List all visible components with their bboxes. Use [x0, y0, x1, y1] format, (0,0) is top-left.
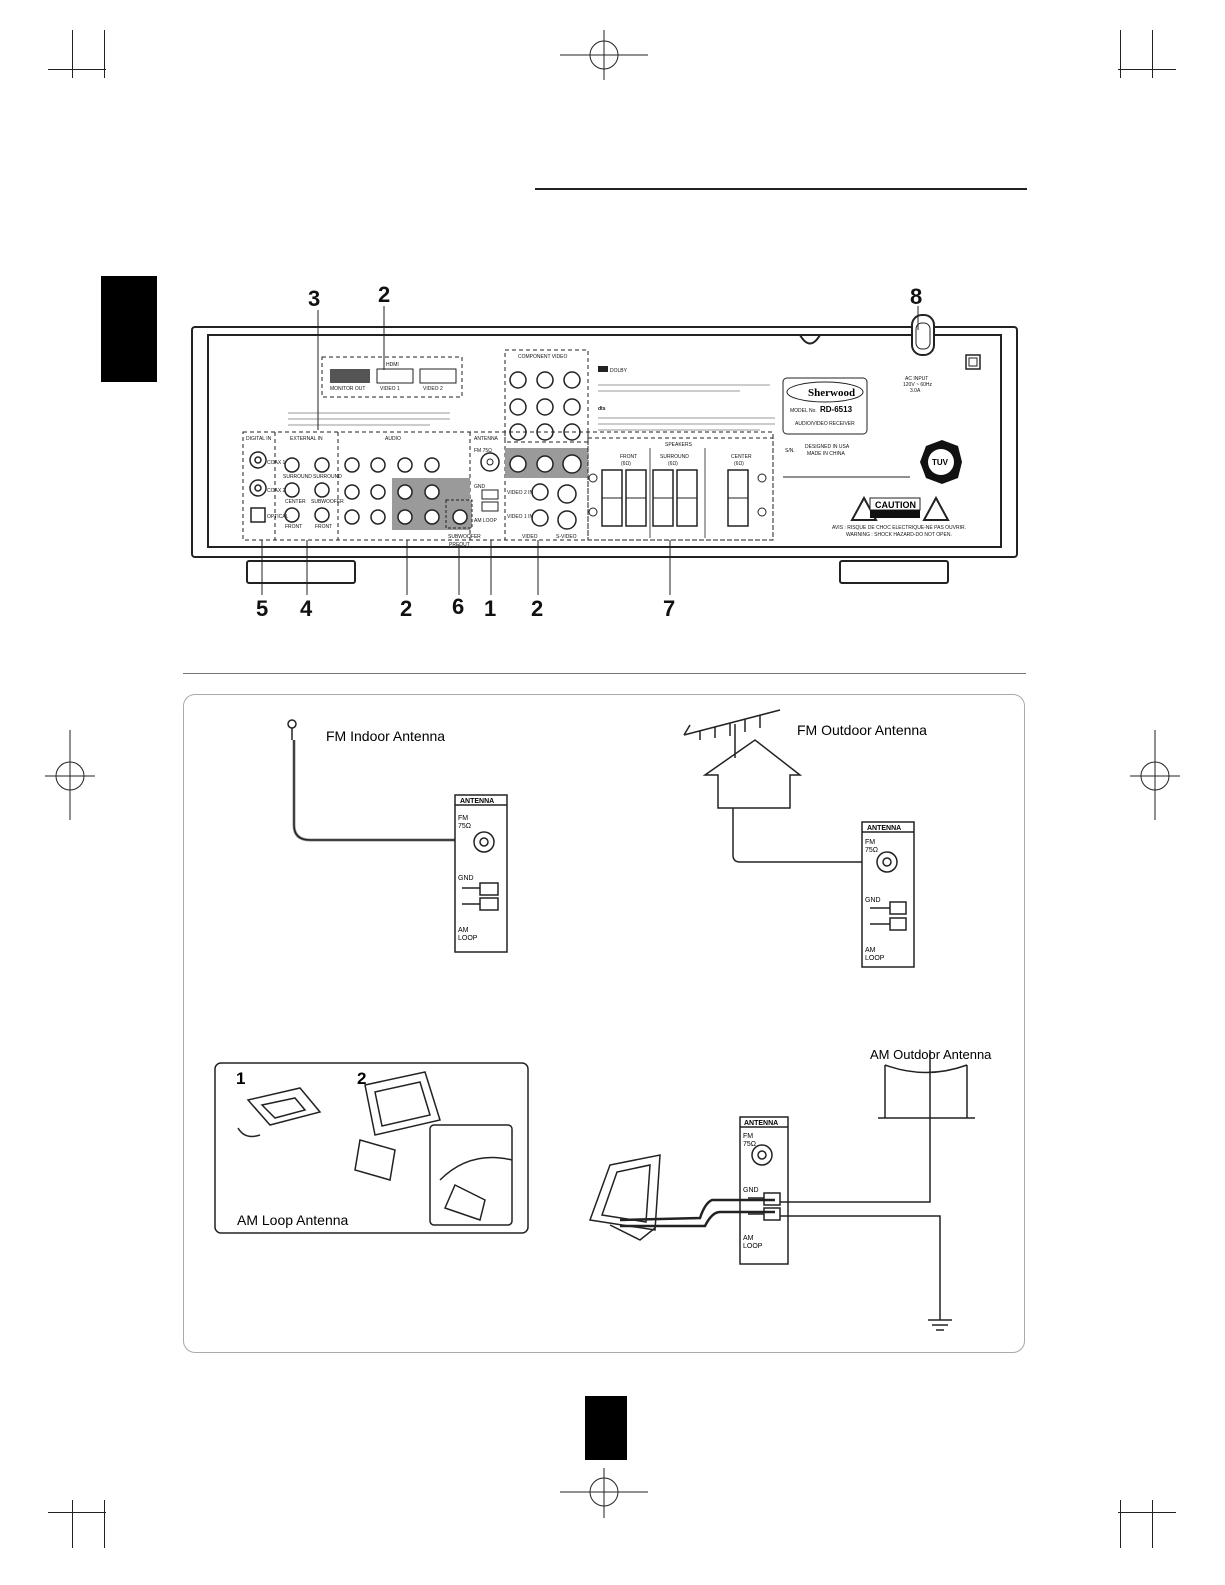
- panel3-gnd: GND: [743, 1187, 759, 1194]
- panel3-title: ANTENNA: [744, 1120, 778, 1127]
- panel3-am: AM: [743, 1235, 754, 1242]
- external-in-label: EXTERNAL IN: [290, 436, 323, 442]
- hdmi-monitor-out-label: MONITOR OUT: [330, 386, 365, 392]
- fm-indoor-label: FM Indoor Antenna: [326, 728, 445, 744]
- header-rule: [535, 188, 1027, 190]
- panel1-ohm: 75Ω: [458, 823, 471, 830]
- callout-3: 3: [308, 286, 321, 311]
- dts-logo: dts: [598, 406, 606, 412]
- callout-6: 6: [452, 594, 465, 619]
- side-tab: [101, 276, 157, 382]
- hdmi-video2-label: VIDEO 2: [423, 386, 443, 392]
- antenna-diagram: ANTENNA FM 75Ω GND AM LOOP ANTENNA FM 75…: [214, 709, 992, 1331]
- section-divider: [183, 673, 1026, 674]
- panel2-am: AM: [865, 947, 876, 954]
- panel1-am: AM: [458, 927, 469, 934]
- surround-label: SURROUND: [660, 454, 689, 460]
- front-label: FRONT: [620, 454, 637, 460]
- fm-outdoor-label: FM Outdoor Antenna: [797, 722, 927, 738]
- callout-1: 1: [484, 596, 497, 621]
- panel2-ohm: 75Ω: [865, 847, 878, 854]
- digital-coax1-label: COAX 1: [267, 460, 286, 466]
- panel-gnd-label: GND: [474, 484, 486, 490]
- panel1-gnd: GND: [458, 875, 474, 882]
- video2-in-label: VIDEO 2 IN: [507, 490, 534, 496]
- component-video-label: COMPONENT VIDEO: [518, 354, 567, 360]
- dolby-logo: DOLBY: [610, 368, 628, 374]
- hdmi-label: HDMI: [386, 362, 399, 368]
- warn-en: WARNING : SHOCK HAZARD-DO NOT OPEN.: [846, 532, 952, 538]
- hdmi-video1-label: VIDEO 1: [380, 386, 400, 392]
- brand-label: Sherwood: [808, 387, 855, 399]
- ac-input-line1: AC INPUT: [905, 376, 928, 382]
- panel-fm-label: FM 75Ω: [474, 448, 492, 454]
- panel2-fm: FM: [865, 839, 875, 846]
- sn-label: S/N.: [785, 448, 795, 454]
- ext-center-label: CENTER: [285, 499, 306, 505]
- digital-optical-label: OPTICAL: [267, 514, 289, 520]
- callout-8: 8: [910, 284, 923, 309]
- ext-subwoofer-label: SUBWOOFER: [311, 499, 344, 505]
- callout-2-video: 2: [531, 596, 544, 621]
- product-label: AUDIO/VIDEO RECEIVER: [795, 421, 855, 427]
- panel-amloop-label: AM LOOP: [474, 518, 497, 524]
- panel2-gnd: GND: [865, 897, 881, 904]
- panel3-fm: FM: [743, 1133, 753, 1140]
- ext-front-r-label: FRONT: [315, 524, 332, 530]
- rear-panel-diagram: HDMI MONITOR OUT VIDEO 1 VIDEO 2 DIGITAL…: [191, 306, 1018, 595]
- panel3-ohm: 75Ω: [743, 1141, 756, 1148]
- center-impedance: (6Ω): [734, 461, 744, 467]
- audio-label: AUDIO: [385, 436, 401, 442]
- speakers-label: SPEAKERS: [665, 442, 693, 448]
- digital-coax2-label: COAX 2: [267, 488, 286, 494]
- am-loop-step-1: 1: [236, 1069, 245, 1088]
- am-loop-label: AM Loop Antenna: [237, 1212, 349, 1228]
- panel2-loop: LOOP: [865, 955, 885, 962]
- warn-fr: AVIS : RISQUE DE CHOC ELECTRIQUE-NE PAS …: [832, 525, 966, 531]
- caution-label: CAUTION: [875, 500, 916, 510]
- video1-in-label: VIDEO 1 IN: [507, 514, 534, 520]
- digital-in-label: DIGITAL IN: [246, 436, 272, 442]
- front-impedance: (6Ω): [621, 461, 631, 467]
- s-video-label: S-VIDEO: [556, 534, 577, 540]
- subwoofer-label: SUBWOOFER: [448, 534, 481, 540]
- callout-2-audio: 2: [400, 596, 413, 621]
- callout-7: 7: [663, 596, 676, 621]
- callout-2-top: 2: [378, 282, 391, 307]
- made-label: MADE IN CHINA: [807, 451, 845, 457]
- ext-front-l-label: FRONT: [285, 524, 302, 530]
- panel1-title: ANTENNA: [460, 798, 494, 805]
- page-number-box: [585, 1396, 627, 1460]
- model-number: RD-6513: [820, 405, 853, 414]
- video-label: VIDEO: [522, 534, 538, 540]
- ext-surround-l-label: SURROUND: [283, 474, 312, 480]
- callout-4: 4: [300, 596, 313, 621]
- designed-label: DESIGNED IN USA: [805, 444, 850, 450]
- antenna-connection-box: [183, 694, 1025, 1353]
- ac-input-line2: 120V ~ 60Hz: [903, 382, 933, 388]
- model-label: MODEL No.: [790, 408, 817, 414]
- center-label: CENTER: [731, 454, 752, 460]
- am-outdoor-label: AM Outdoor Antenna: [870, 1047, 992, 1062]
- callout-5: 5: [256, 596, 269, 621]
- ac-input-line3: 3.0A: [910, 388, 921, 394]
- panel1-fm: FM: [458, 815, 468, 822]
- am-loop-step-2: 2: [357, 1069, 366, 1088]
- panel2-title: ANTENNA: [867, 825, 901, 832]
- tuv-logo: TUV: [932, 458, 949, 467]
- surround-impedance: (6Ω): [668, 461, 678, 467]
- panel3-loop: LOOP: [743, 1243, 763, 1250]
- panel1-loop: LOOP: [458, 935, 478, 942]
- ext-surround-r-label: SURROUND: [313, 474, 342, 480]
- antenna-label: ANTENNA: [474, 436, 499, 442]
